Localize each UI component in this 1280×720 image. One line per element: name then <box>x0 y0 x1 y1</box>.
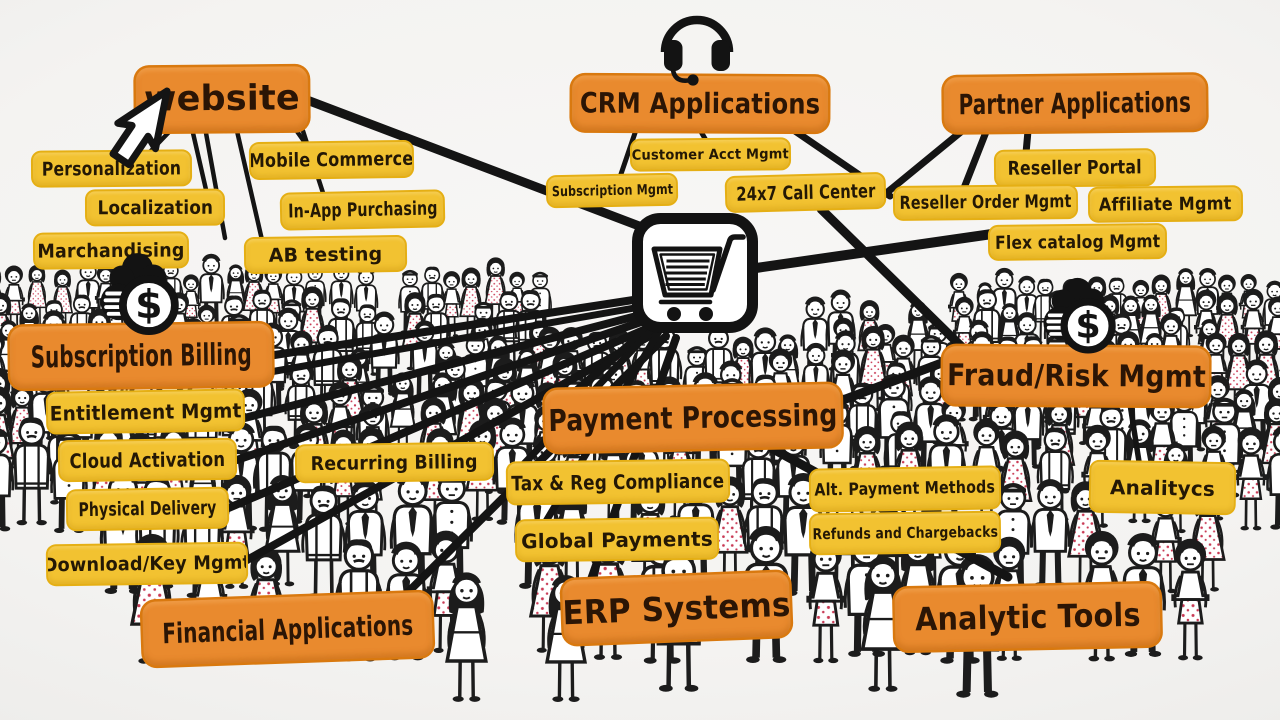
node-label: In-App Purchasing <box>287 197 438 223</box>
node-label: 24x7 Call Center <box>735 179 876 206</box>
node-in-app-purchasing: In-App Purchasing <box>281 191 444 229</box>
node-partner-applications: Partner Applications <box>943 74 1207 133</box>
node-subscription-billing: Subscription Billing <box>9 323 273 389</box>
node-label: AB testing <box>268 242 383 267</box>
node-label: Reseller Order Mgmt <box>899 191 1072 214</box>
connector-line <box>302 95 660 237</box>
node-marchandising: Marchandising <box>34 233 188 268</box>
node-label: Recurring Billing <box>310 450 479 475</box>
node-localization: Localization <box>86 190 224 225</box>
node-financial-applications: Financial Applications <box>141 591 434 667</box>
node-erp-systems: ERP Systems <box>561 571 792 645</box>
node-customer-acct-mgmt: Customer Acct Mgmt <box>631 139 790 170</box>
node-alt-payment-methods: Alt. Payment Methods <box>810 467 1000 511</box>
node-analytic-tools: Analytic Tools <box>894 583 1161 651</box>
person-figure <box>808 539 844 663</box>
node-payment-processing: Payment Processing <box>544 383 842 453</box>
node-label: Entitlement Mgmt <box>49 397 242 426</box>
shopping-cart-icon <box>632 213 758 333</box>
connector-line <box>1022 127 1032 157</box>
node-label: ERP Systems <box>561 584 792 632</box>
person-figure <box>1031 482 1069 587</box>
connector-line <box>816 204 972 357</box>
node-label: Cloud Activation <box>69 446 226 474</box>
connector-line <box>190 130 210 197</box>
node-reseller-portal: Reseller Portal <box>995 150 1155 186</box>
node-label: Partner Applications <box>958 85 1192 122</box>
node-physical-delivery: Physical Delivery <box>67 488 228 530</box>
person-figure <box>1173 539 1208 661</box>
person-figure <box>1236 427 1266 530</box>
node-affiliate-mgmt: Affiliate Mgmt <box>1089 187 1242 221</box>
node-label: Reseller Portal <box>1007 156 1143 180</box>
person-figure <box>447 576 486 702</box>
connector-line <box>203 130 228 241</box>
node-label: Tax & Reg Compliance <box>511 468 725 496</box>
node-download-key-mgmt: Download/Key Mgmt <box>47 543 247 585</box>
connector-line <box>960 128 990 192</box>
node-personalization: Personalization <box>32 151 191 186</box>
node-label: CRM Applications <box>579 86 821 121</box>
node-label: Personalization <box>41 156 182 181</box>
node-label: Customer Acct Mgmt <box>631 145 790 164</box>
node-label: Localization <box>97 196 213 219</box>
node-entitlement-mgmt: Entitlement Mgmt <box>47 390 244 433</box>
node-website: website <box>135 66 309 132</box>
node-label: Mobile Commerce <box>250 147 413 173</box>
node-label: Refunds and Chargebacks <box>812 522 998 544</box>
connector-line <box>1127 401 1143 471</box>
connector-line <box>838 356 952 405</box>
connector-line <box>617 127 639 180</box>
node-mobile-commerce: Mobile Commerce <box>250 141 413 179</box>
node-label: Alt. Payment Methods <box>814 477 996 501</box>
node-label: Subscription Mgmt <box>551 181 673 200</box>
node-label: Payment Processing <box>548 397 838 439</box>
node-label: Marchandising <box>37 238 185 263</box>
node-label: Global Payments <box>520 526 714 553</box>
node-subscription-mgmt: Subscription Mgmt <box>547 174 677 207</box>
node-recurring-billing: Recurring Billing <box>296 443 493 482</box>
node-label: Fraud/Risk Mgmt <box>946 357 1206 395</box>
connector-line <box>266 302 650 376</box>
connector-line <box>234 128 265 243</box>
connector-line <box>880 127 966 199</box>
node-label: Financial Applications <box>161 608 414 650</box>
connector-line <box>224 315 654 467</box>
node-ab-testing: AB testing <box>245 236 406 273</box>
connector-line <box>751 229 997 273</box>
connector-line <box>220 322 657 514</box>
connector-line <box>768 444 1013 582</box>
node-flex-catalog-mgmt: Flex catalog Mgmt <box>989 225 1166 259</box>
node-label: Physical Delivery <box>78 496 217 522</box>
node-refunds-and-chargebacks: Refunds and Chargebacks <box>810 512 1000 554</box>
node-fraud-risk-mgmt: Fraud/Risk Mgmt <box>942 346 1210 406</box>
node-label: website <box>143 78 301 120</box>
node-global-payments: Global Payments <box>516 518 718 561</box>
node-reseller-order-mgmt: Reseller Order Mgmt <box>894 186 1077 219</box>
node-label: Affiliate Mgmt <box>1099 192 1232 216</box>
connector-line <box>233 309 652 424</box>
node-call-center-24x7: 24x7 Call Center <box>726 173 885 212</box>
node-label: Analitycs <box>1109 474 1216 501</box>
node-label: Flex catalog Mgmt <box>994 230 1161 254</box>
node-label: Subscription Billing <box>30 336 252 376</box>
node-label: Analytic Tools <box>914 595 1141 639</box>
connector-line <box>264 294 650 360</box>
node-analitycs: Analitycs <box>1090 461 1235 514</box>
node-label: Download/Key Mgmt <box>47 551 247 577</box>
node-cloud-activation: Cloud Activation <box>59 439 236 481</box>
node-tax-reg-compliance: Tax & Reg Compliance <box>507 460 729 504</box>
node-crm-applications: CRM Applications <box>571 75 829 132</box>
